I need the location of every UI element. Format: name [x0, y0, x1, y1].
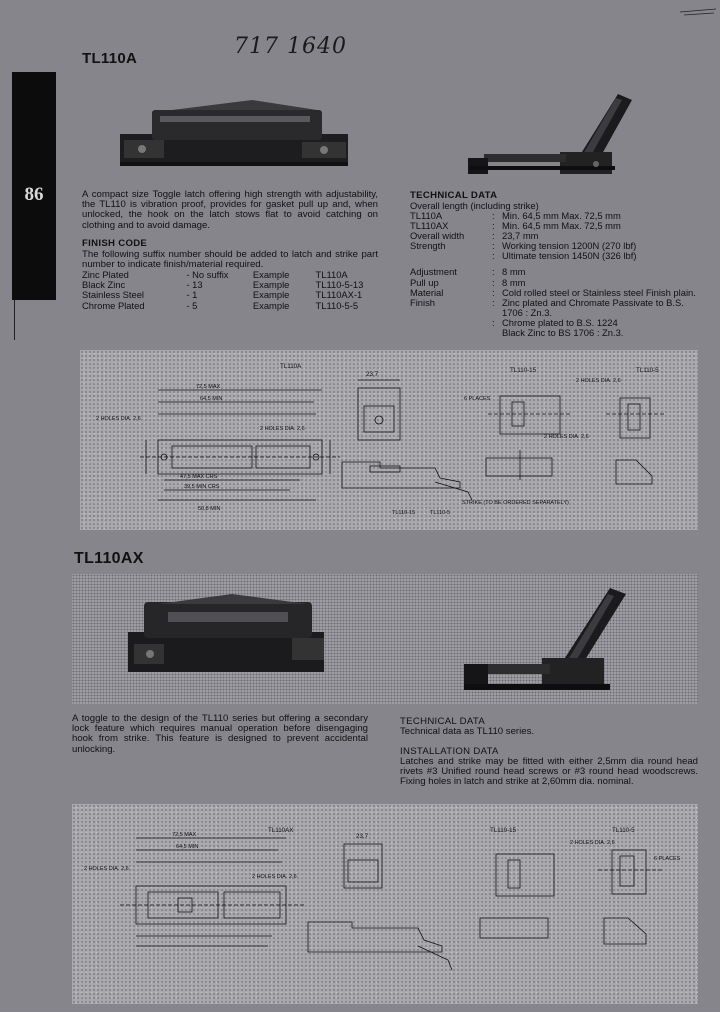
tl110a-title: TL110A — [82, 50, 138, 67]
tech-row: TL110AX:Min. 64,5 mm Max. 72,5 mm — [410, 220, 621, 232]
drawing-label: 47,5 MAX CRS — [180, 474, 218, 480]
finish-row: Zinc Plated - No suffix Example TL110A — [82, 269, 348, 280]
tl110a-technical-heading: TECHNICAL DATA — [410, 190, 498, 201]
tech-row: Finish:Zinc plated and Chromate Passivat… — [410, 296, 684, 318]
drawing-label: TL110A — [280, 363, 302, 370]
drawing-label: 6 PLACES — [464, 396, 491, 402]
drawing-label: 72,5 MAX — [196, 384, 220, 390]
tl110ax-description: A toggle to the design of the TL110 seri… — [72, 713, 368, 755]
drawing-label: 2 HOLES DIA. 2,6 — [96, 416, 141, 422]
tech-row: :Chrome plated to B.S. 1224 — [492, 316, 618, 328]
finish-code-table: Zinc Plated - No suffix Example TL110A B… — [82, 269, 382, 311]
tech-row: Material:Cold rolled steel or Stainless … — [410, 286, 696, 298]
drawing-label: 23,7 — [356, 833, 369, 840]
drawing-label: 2 HOLES DIA. 2,6 — [544, 434, 589, 440]
finish-row: Black Zinc - 13 Example TL110-5-13 — [82, 279, 364, 291]
drawing-label: 50,8 MIN — [198, 506, 220, 512]
tech-row: Black Zinc to BS 1706 : Zn.3. — [502, 327, 624, 339]
drawing-label: 2 HOLES DIA. 2,6 — [252, 874, 297, 880]
drawing-label: TL110-15 — [490, 827, 517, 834]
page-tab: 86 — [12, 72, 56, 300]
tl110ax-title: TL110AX — [74, 550, 144, 567]
tl110a-technical-drawing: TL110A 23,7 TL110-15 TL110-5 72,5 MAX 64… — [80, 350, 698, 530]
tech-row: TL110A:Min. 64,5 mm Max. 72,5 mm — [410, 210, 621, 221]
drawing-label: TL110AX — [268, 827, 293, 834]
tl110a-photo-closed — [120, 100, 348, 166]
installation-text: Latches and strike may be fitted with ei… — [400, 756, 698, 788]
handwritten-note: 717 1640 — [234, 34, 347, 59]
finish-row: Stainless Steel - 1 Example TL110AX-1 — [82, 289, 363, 301]
finish-code-heading: FINISH CODE — [82, 238, 148, 249]
tl110a-technical-table: TL110A:Min. 64,5 mm Max. 72,5 mm TL110AX… — [410, 210, 706, 339]
tech-row: Strength:Working tension 1200N (270 lbf) — [410, 240, 637, 252]
tl110a-photo-open — [468, 94, 632, 174]
drawing-label: TL110-15 — [392, 510, 415, 516]
drawing-label: STRIKE (TO BE ORDERED SEPARATELY) — [462, 500, 569, 506]
drawing-label: TL110-5 — [636, 367, 659, 374]
drawing-label: 2 HOLES DIA. 2,6 — [570, 840, 615, 846]
tl110ax-technical-heading: TECHNICAL DATA — [400, 716, 486, 727]
tl110ax-photo-panel — [72, 574, 698, 704]
drawing-label: 39,5 MIN CRS — [184, 484, 220, 490]
tech-row: :Ultimate tension 1450N (326 lbf) — [492, 250, 637, 262]
drawing-label: TL110-5 — [430, 510, 450, 516]
drawing-label: 2 HOLES DIA. 2,6 — [84, 866, 129, 872]
tech-row: Overall width:23,7 mm — [410, 230, 539, 242]
tech-row: Adjustment:8 mm — [410, 266, 526, 278]
tl110a-technical-subheading: Overall length (including strike) — [410, 200, 539, 211]
drawing-label: 64,5 MIN — [200, 396, 222, 402]
drawing-label: 2 HOLES DIA. 2,6 — [260, 426, 305, 432]
corner-mark — [679, 8, 717, 16]
drawing-label: 2 HOLES DIA. 2,6 — [576, 378, 621, 384]
margin-line — [14, 300, 15, 340]
drawing-label: 72,5 MAX — [172, 832, 196, 838]
finish-row: Chrome Plated - 5 Example TL110-5-5 — [82, 299, 359, 311]
tl110ax-technical-drawing: TL110AX 23,7 TL110-15 TL110-5 72,5 MAX 6… — [72, 804, 698, 1004]
tl110a-description: A compact size Toggle latch offering hig… — [82, 189, 378, 231]
installation-heading: INSTALLATION DATA — [400, 746, 499, 757]
drawing-label: TL110-15 — [510, 367, 537, 374]
drawing-label: 6 PLACES — [654, 856, 681, 862]
finish-code-intro: The following suffix number should be ad… — [82, 249, 378, 271]
page-number: 86 — [24, 184, 44, 205]
drawing-label: TL110-5 — [612, 827, 635, 834]
tech-row: Pull up:8 mm — [410, 276, 526, 288]
drawing-label: 64,5 MIN — [176, 844, 198, 850]
tl110ax-technical-text: Technical data as TL110 series. — [400, 726, 535, 737]
drawing-label: 23,7 — [366, 371, 379, 378]
